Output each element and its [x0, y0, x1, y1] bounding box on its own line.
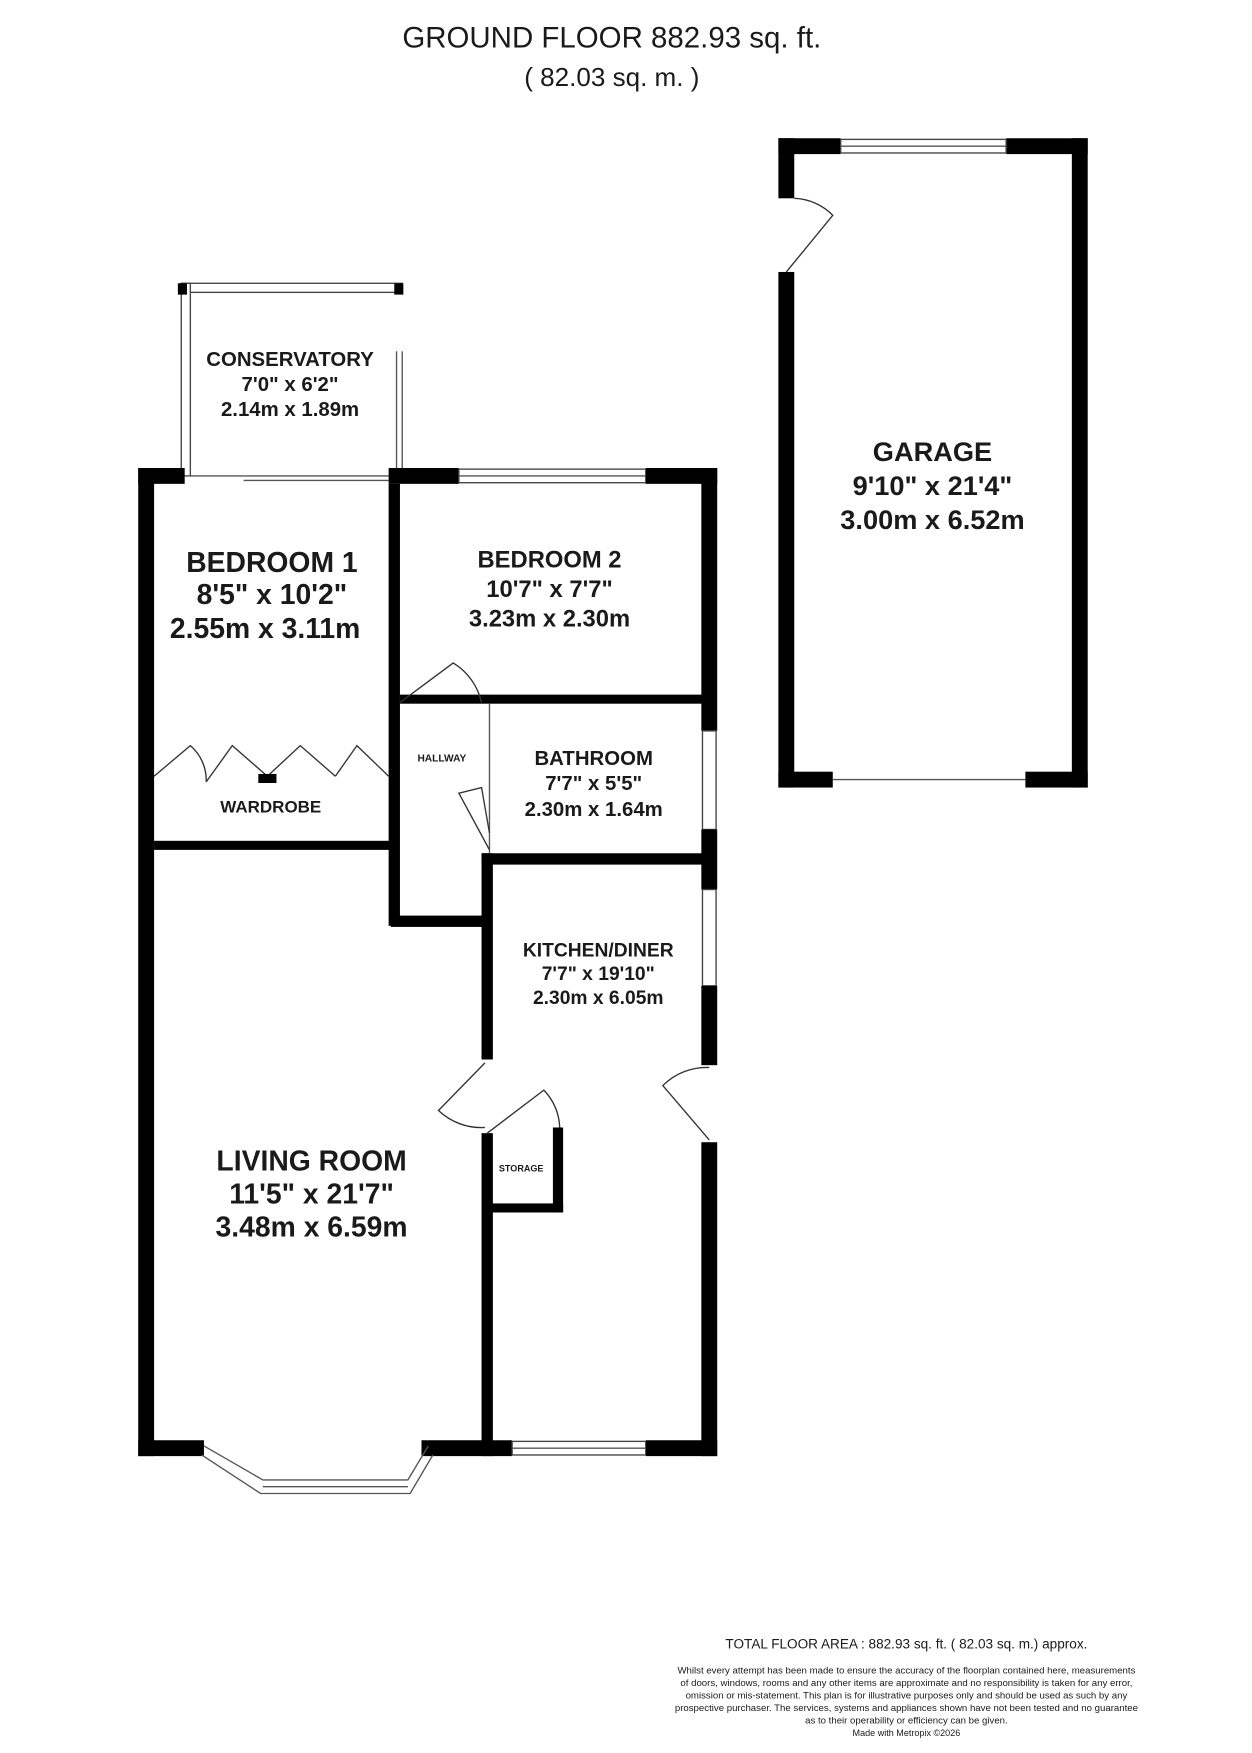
- room-metric: 2.30m x 1.64m: [525, 799, 663, 821]
- room-imperial: 10'7" x 7'7": [486, 576, 612, 603]
- room-metric: 2.30m x 6.05m: [533, 988, 664, 1009]
- room-metric: 3.23m x 2.30m: [469, 606, 630, 633]
- room-wardrobe: WARDROBE: [220, 797, 321, 816]
- house-walls: [138, 467, 718, 1495]
- room-metric: 3.00m x 6.52m: [840, 504, 1024, 535]
- disclaimer-line: of doors, windows, rooms and any other i…: [680, 1678, 1132, 1689]
- room-imperial: 7'7" x 19'10": [542, 964, 655, 985]
- credit: Made with Metropix ©2026: [853, 1728, 961, 1738]
- garage-walls: [778, 138, 1088, 788]
- room-imperial: 9'10" x 21'4": [853, 470, 1013, 501]
- room-garage: GARAGE 9'10" x 21'4" 3.00m x 6.52m: [840, 436, 1024, 535]
- room-metric: 2.14m x 1.89m: [221, 399, 359, 421]
- room-conservatory: CONSERVATORY 7'0" x 6'2" 2.14m x 1.89m: [206, 349, 374, 421]
- floor-subtitle: ( 82.03 sq. m. ): [524, 62, 699, 92]
- room-imperial: 7'7" x 5'5": [545, 773, 642, 795]
- disclaimer-line: prospective purchaser. The services, sys…: [675, 1703, 1138, 1714]
- disclaimer-line: Whilst every attempt has been made to en…: [677, 1666, 1135, 1677]
- room-bedroom2: BEDROOM 2 10'7" x 7'7" 3.23m x 2.30m: [469, 547, 630, 633]
- room-bathroom: BATHROOM 7'7" x 5'5" 2.30m x 1.64m: [525, 748, 663, 821]
- room-metric: 2.55m x 3.11m: [170, 613, 360, 645]
- room-name: GARAGE: [873, 436, 992, 467]
- room-name: CONSERVATORY: [206, 349, 374, 371]
- footer: TOTAL FLOOR AREA : 882.93 sq. ft. ( 82.0…: [675, 1637, 1138, 1738]
- conservatory-outline: [177, 282, 404, 482]
- disclaimer-line: omission or mis-statement. This plan is …: [686, 1691, 1128, 1702]
- room-hallway: HALLWAY: [417, 753, 466, 764]
- room-kitchen: KITCHEN/DINER 7'7" x 19'10" 2.30m x 6.05…: [523, 940, 674, 1009]
- room-name: KITCHEN/DINER: [523, 940, 674, 961]
- floor-title: GROUND FLOOR 882.93 sq. ft.: [402, 22, 821, 55]
- room-living: LIVING ROOM 11'5" x 21'7" 3.48m x 6.59m: [216, 1146, 408, 1244]
- room-name: BEDROOM 1: [186, 547, 357, 579]
- room-name: BEDROOM 2: [478, 547, 622, 574]
- room-storage: STORAGE: [499, 1164, 544, 1174]
- room-imperial: 11'5" x 21'7": [229, 1178, 394, 1210]
- room-name: LIVING ROOM: [216, 1146, 406, 1178]
- room-name: BATHROOM: [534, 748, 652, 770]
- room-bedroom1: BEDROOM 1 8'5" x 10'2" 2.55m x 3.11m: [170, 547, 360, 645]
- room-imperial: 7'0" x 6'2": [242, 374, 339, 396]
- disclaimer-line: as to their operability or efficiency ca…: [805, 1716, 1008, 1727]
- total-floor-area: TOTAL FLOOR AREA : 882.93 sq. ft. ( 82.0…: [725, 1637, 1087, 1652]
- room-metric: 3.48m x 6.59m: [216, 1211, 408, 1243]
- room-imperial: 8'5" x 10'2": [197, 579, 348, 611]
